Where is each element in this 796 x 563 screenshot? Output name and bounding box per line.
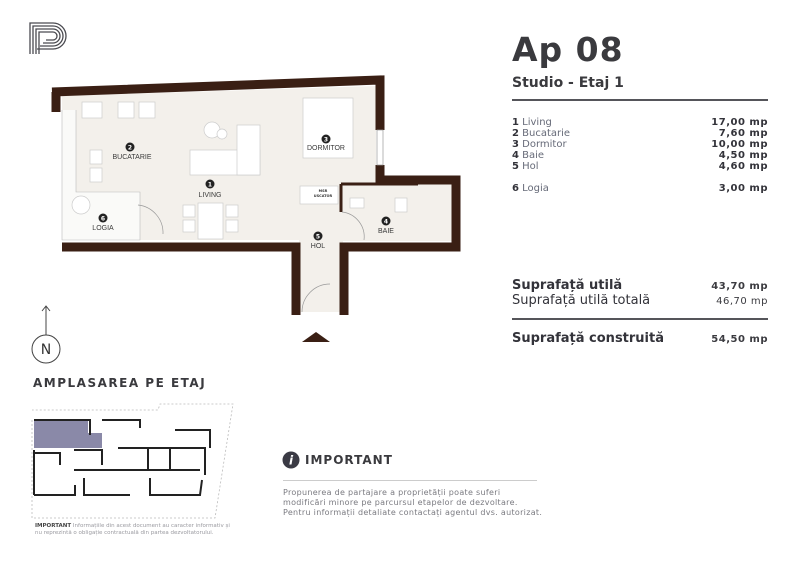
svg-text:LOGIA: LOGIA bbox=[92, 225, 114, 232]
interior-walls bbox=[339, 182, 418, 212]
important-text: Propunerea de partajare a proprietății p… bbox=[283, 488, 543, 517]
divider bbox=[512, 318, 768, 320]
divider bbox=[512, 99, 768, 101]
svg-text:i: i bbox=[289, 454, 294, 468]
location-title: AMPLASAREA PE ETAJ bbox=[33, 376, 207, 390]
svg-text:MSR: MSR bbox=[319, 189, 328, 193]
svg-text:BUCATARIE: BUCATARIE bbox=[112, 154, 151, 161]
svg-text:4: 4 bbox=[384, 219, 388, 226]
svg-text:N: N bbox=[41, 342, 51, 358]
brand-logo-icon bbox=[29, 22, 67, 54]
walls bbox=[51, 75, 461, 315]
info-icon: i bbox=[282, 451, 300, 469]
floor-location-map bbox=[31, 403, 234, 519]
svg-text:5: 5 bbox=[316, 234, 320, 241]
svg-text:LIVING: LIVING bbox=[199, 192, 222, 199]
north-compass-icon: N bbox=[31, 305, 61, 364]
svg-text:6: 6 bbox=[101, 216, 105, 223]
svg-text:1: 1 bbox=[208, 182, 212, 189]
window-icon bbox=[376, 129, 384, 166]
svg-text:2: 2 bbox=[128, 145, 132, 152]
apartment-title: Ap 08 bbox=[512, 30, 624, 69]
furniture bbox=[71, 97, 408, 240]
apartment-subtitle: Studio - Etaj 1 bbox=[512, 75, 624, 91]
important-title: IMPORTANT bbox=[305, 453, 393, 467]
svg-text:BAIE: BAIE bbox=[378, 228, 394, 235]
door-icons bbox=[137, 204, 365, 313]
svg-text:3: 3 bbox=[324, 137, 328, 144]
apartment-highlight bbox=[34, 420, 102, 448]
divider bbox=[283, 480, 537, 481]
svg-text:HOL: HOL bbox=[311, 243, 326, 250]
svg-text:USCATOR: USCATOR bbox=[314, 194, 333, 198]
disclaimer-note: IMPORTANT Informațiile din acest documen… bbox=[35, 523, 230, 536]
svg-text:DORMITOR: DORMITOR bbox=[307, 145, 345, 152]
entrance-arrow-icon bbox=[302, 332, 330, 342]
